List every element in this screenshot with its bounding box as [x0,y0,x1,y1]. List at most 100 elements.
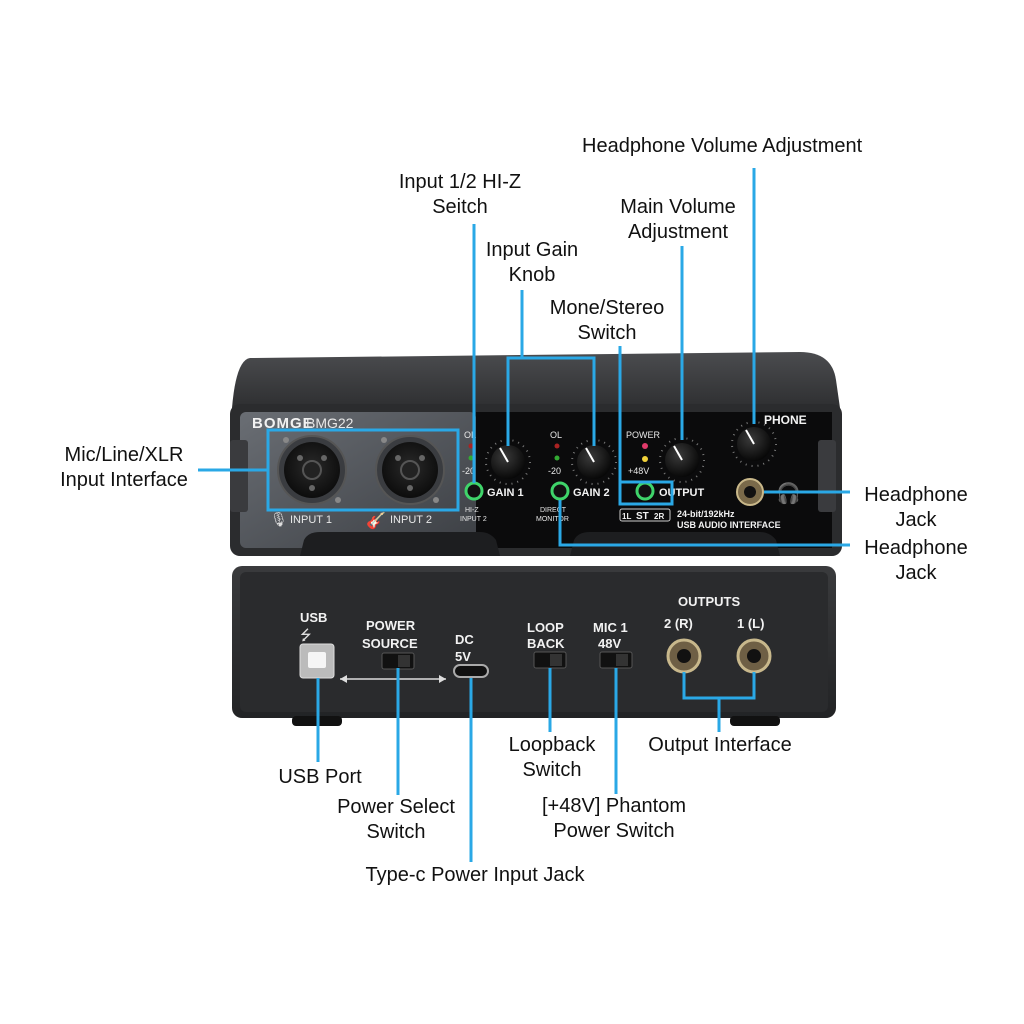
callout-usb-port: USB Port [260,765,380,790]
out-2-label: 2 (R) [664,616,693,631]
direct-label-line1: DIRECT [540,507,567,514]
ol-label-2: OL [550,430,562,440]
callout-text: Loopback [508,734,596,756]
callout-output-interface: Output Interface [630,733,810,758]
loopback-switch[interactable] [533,651,567,669]
gain-1-label: GAIN 1 [487,487,524,499]
usb-icon: ⭍ [300,628,312,644]
spec-line1: 24-bit/192kHz [677,509,735,519]
power-led [642,443,648,449]
power-source-line1: POWER [366,618,416,633]
dc-line1: DC [455,632,474,647]
callout-text: Switch [577,322,637,344]
gain-1-knob[interactable] [485,439,531,485]
front-black-panel [476,412,832,548]
brand-text: BOMGE [252,415,314,432]
mono-stereo-button[interactable] [635,481,655,501]
power-source-switch[interactable] [381,652,415,670]
front-foot-left [300,532,500,556]
loop-line2: BACK [527,636,565,651]
callout-text: Adjustment [627,221,729,243]
rear-foot-right [730,716,780,726]
front-top-surface [232,352,840,408]
type-c-port[interactable] [453,664,489,678]
phantom-led [642,456,648,462]
callout-mic-line-xlr: Mic/Line/XLR Input Interface [42,443,206,493]
callout-loopback: Loopback Switch [494,733,610,783]
callout-text: Type-c Power Input Jack [365,864,585,886]
power-source-arrow-head-left [340,675,347,683]
mono-right-label: 2R [654,512,664,521]
mic-line2: 48V [598,636,621,651]
headphone-jack[interactable] [736,478,764,506]
power-source-arrow-head-right [439,675,446,683]
callout-text: Output Interface [648,734,792,756]
phantom-switch[interactable] [599,651,633,669]
callout-headphone-jack-1: Headphone Jack [852,483,980,533]
power-source-line2: SOURCE [362,636,418,651]
callout-phantom: [+48V] Phantom Power Switch [522,794,706,844]
minus20-label-2: -20 [548,466,561,476]
ol-led-2 [554,443,560,449]
front-side-right [818,440,836,512]
gain-2-knob[interactable] [571,439,617,485]
callout-text: Mic/Line/XLR [64,444,184,466]
callout-text: Jack [895,509,937,531]
signal-led-1 [468,455,474,461]
callout-main-volume: Main Volume Adjustment [600,195,756,245]
mic-icon: 🎙 [270,511,288,528]
callout-text: [+48V] Phantom [542,795,686,817]
input-1-label: INPUT 1 [290,514,332,526]
output-volume-knob[interactable] [659,437,705,483]
callout-headphone-jack-2: Headphone Jack [852,536,980,586]
callout-text: Input Interface [60,469,188,491]
minus20-label-1: -20 [462,466,475,476]
hiz-switch-button[interactable] [464,481,484,501]
input-2-label: INPUT 2 [390,514,432,526]
callout-lines [198,168,850,862]
callout-text: Switch [522,759,582,781]
power-label: POWER [626,430,661,440]
callout-headphone-volume: Headphone Volume Adjustment [582,134,862,159]
output-jack-1[interactable] [736,638,772,674]
mic-line1: MIC 1 [593,620,628,635]
rear-panel [240,572,828,712]
hiz-label-line1: HI-Z [465,507,479,514]
callout-input-gain: Input Gain Knob [468,238,596,288]
model-text: BMG22 [306,415,354,431]
line-headphone-jack-2 [558,500,850,547]
hiz-label-line2: INPUT 2 [460,516,487,523]
phone-volume-knob[interactable] [731,421,777,467]
output-jack-2[interactable] [666,638,702,674]
ol-led-1 [468,443,474,449]
callout-text: Knob [508,264,556,286]
line-input-gain [506,356,596,446]
callout-text: Input Gain [485,239,579,261]
callout-power-select: Power Select Switch [320,795,472,845]
front-unit: BOMGE BMG22 🎙 INPUT 1 🎸 INPUT 2 OL -20 [230,352,842,556]
usb-label: USB [300,610,327,625]
callout-mono-stereo: Mone/Stereo Switch [534,296,680,346]
callout-text: Seitch [432,196,488,218]
mono-stereo-highlight-box [618,480,674,506]
rear-unit: USB ⭍ POWER SOURCE DC 5V LOOP BACK MIC 1… [232,566,836,726]
callout-text: Input 1/2 HI-Z [398,171,522,193]
ol-label-1: OL [464,430,476,440]
direct-monitor-button[interactable] [550,481,570,501]
signal-led-2 [554,455,560,461]
usb-b-port[interactable] [299,643,335,679]
guitar-icon: 🎸 [366,511,386,530]
output-label: OUTPUT [659,487,705,499]
callout-text: Headphone [864,484,968,506]
phantom-label: +48V [628,466,649,476]
xlr-input-1 [277,435,347,505]
out-1-label: 1 (L) [737,616,764,631]
front-side-left [230,440,248,512]
callout-text: Headphone [864,537,968,559]
xlr-input-2 [375,435,445,505]
outputs-label: OUTPUTS [678,594,740,609]
callout-text: Headphone Volume Adjustment [582,135,863,157]
callout-text: Mone/Stereo [549,297,665,319]
gain-2-label: GAIN 2 [573,487,610,499]
